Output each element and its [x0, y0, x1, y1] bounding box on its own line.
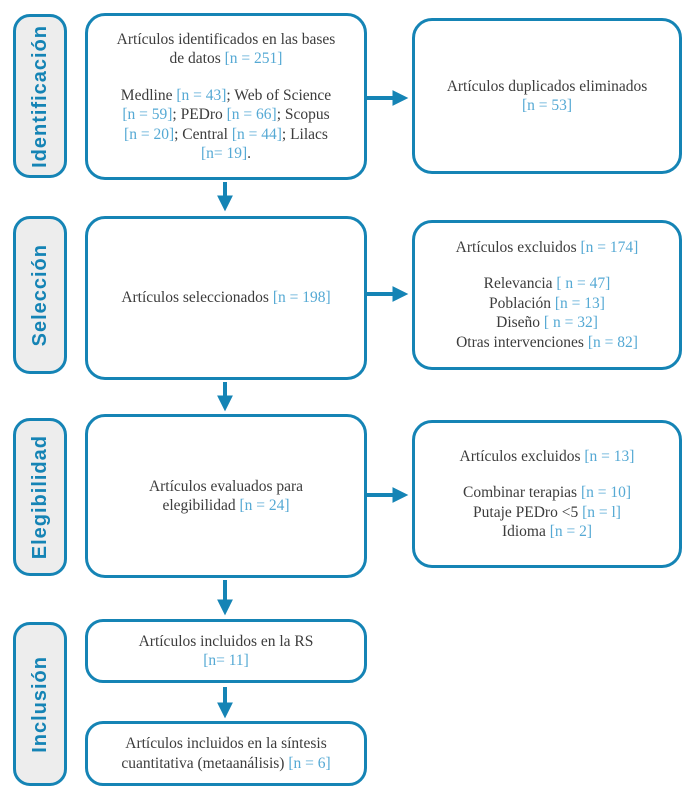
- stage-pill-elegibilidad: Elegibilidad: [13, 418, 67, 576]
- box-excluded-eligibility-text: Artículos excluidos [n = 13]Combinar ter…: [459, 447, 635, 541]
- box-articles-selected: Artículos seleccionados [n = 198]: [85, 216, 367, 380]
- box-excluded-eligibility: Artículos excluidos [n = 13]Combinar ter…: [412, 420, 682, 568]
- box-excluded-selection-text: Artículos excluidos [n = 174]Relevancia …: [455, 238, 639, 351]
- box-included-rs-text: Artículos incluidos en la RS[n= 11]: [138, 632, 314, 670]
- box-articles-selected-text: Artículos seleccionados [n = 198]: [121, 289, 331, 307]
- stage-label-elegibilidad: Elegibilidad: [28, 434, 51, 560]
- stage-pill-seleccion: Selección: [13, 216, 67, 374]
- box-duplicates-removed: Artículos duplicados eliminados[n = 53]: [412, 18, 682, 174]
- box-duplicates-removed-text: Artículos duplicados eliminados[n = 53]: [446, 77, 648, 115]
- stage-pill-identificacion: Identificación: [13, 14, 67, 178]
- box-excluded-selection: Artículos excluidos [n = 174]Relevancia …: [412, 220, 682, 370]
- stage-label-inclusion: Inclusión: [28, 655, 51, 753]
- stage-label-identificacion: Identificación: [28, 24, 51, 168]
- box-included-rs: Artículos incluidos en la RS[n= 11]: [85, 619, 367, 683]
- stage-pill-inclusion: Inclusión: [13, 622, 67, 786]
- stage-label-seleccion: Selección: [28, 243, 51, 347]
